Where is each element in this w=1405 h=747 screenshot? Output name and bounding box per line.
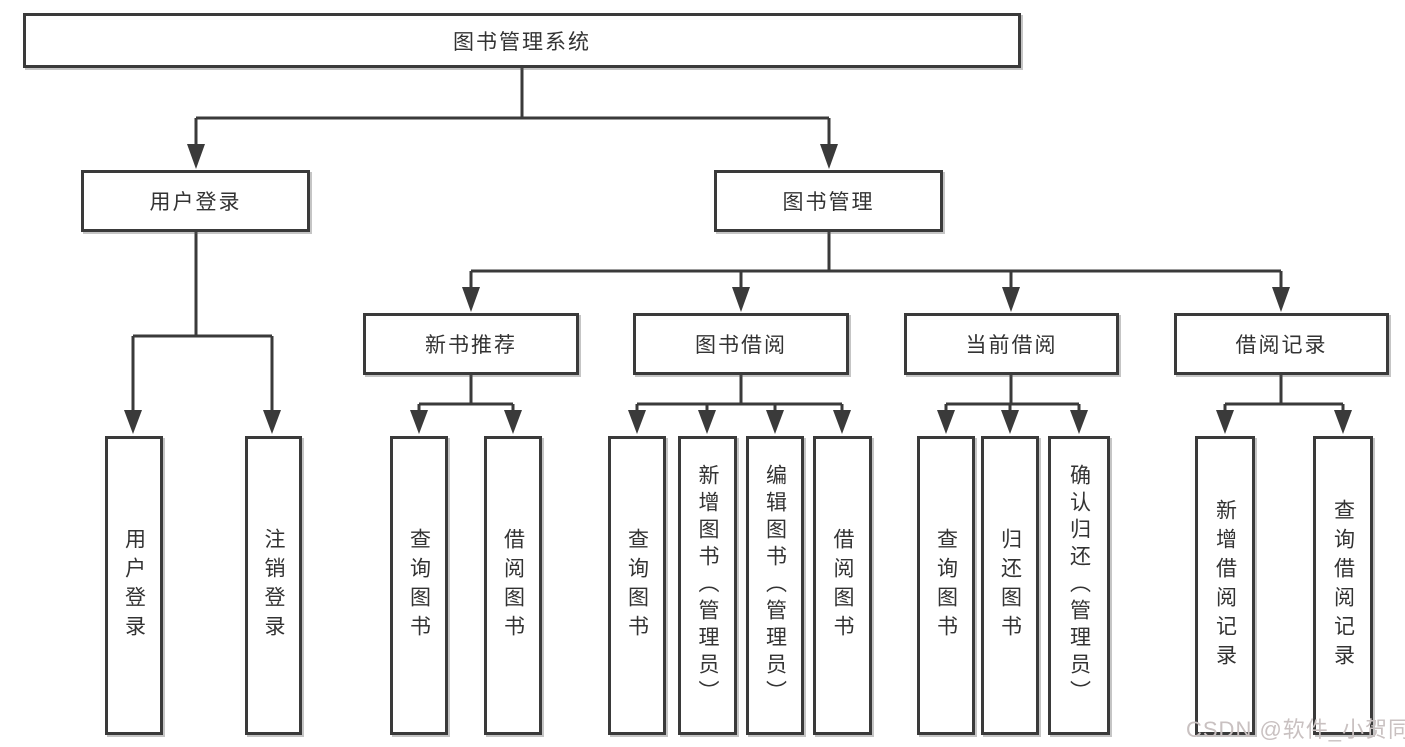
node-book-borrow: 图书借阅: [633, 313, 849, 375]
leaf-query-books-borrow: 查询图书: [608, 436, 666, 735]
leaf-query-books-current: 查询图书: [917, 436, 975, 735]
watermark: CSDN @软件_小贺同学: [1186, 717, 1405, 742]
connector-new-book-recommend-to-leaves: [410, 375, 522, 434]
leaf-return-books: 归还图书: [981, 436, 1039, 735]
connector-book-management-to-sections: [462, 232, 1290, 312]
leaf-confirm-return-admin: 确认归还（管理员）: [1048, 436, 1110, 735]
connector-root-to-level2: [187, 68, 838, 169]
leaf-query-borrow-record: 查询借阅记录: [1313, 436, 1373, 735]
leaf-logout-login: 注销登录: [245, 436, 302, 735]
leaf-borrow-books-recommend: 借阅图书: [484, 436, 542, 735]
leaf-user-login: 用户登录: [105, 436, 163, 735]
node-borrow-records: 借阅记录: [1174, 313, 1389, 375]
connector-user-login-to-leaves: [124, 232, 281, 434]
leaf-add-borrow-record: 新增借阅记录: [1195, 436, 1255, 735]
node-root: 图书管理系统: [23, 13, 1021, 68]
node-book-management: 图书管理: [714, 170, 943, 232]
connector-borrow-records-to-leaves: [1216, 375, 1352, 434]
leaf-add-book-admin: 新增图书（管理员）: [678, 436, 737, 735]
connector-current-borrow-to-leaves: [937, 375, 1088, 434]
node-new-book-recommend: 新书推荐: [363, 313, 579, 375]
leaf-query-books-recommend: 查询图书: [390, 436, 448, 735]
connector-book-borrow-to-leaves: [628, 375, 851, 434]
node-current-borrow: 当前借阅: [904, 313, 1119, 375]
leaf-edit-book-admin: 编辑图书（管理员）: [746, 436, 804, 735]
leaf-borrow-books: 借阅图书: [813, 436, 872, 735]
node-user-login: 用户登录: [81, 170, 310, 232]
